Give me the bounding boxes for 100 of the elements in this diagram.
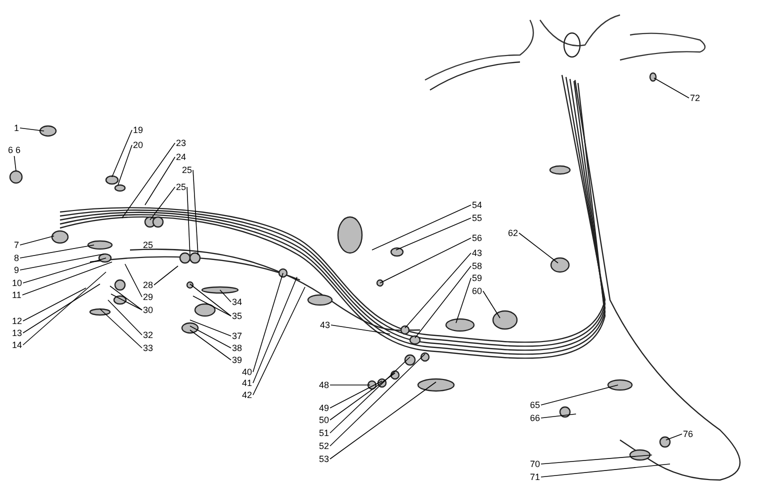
- callout-number: 43: [472, 248, 482, 258]
- leader-line: [518, 232, 558, 264]
- callout-number: 32: [143, 330, 154, 340]
- leader-line: [540, 384, 618, 406]
- callout-number: 10: [12, 278, 22, 288]
- leader-line: [190, 330, 232, 360]
- callout-number: 25: [182, 165, 192, 175]
- leader-line: [540, 464, 670, 478]
- leader-line: [112, 130, 132, 178]
- leader-line: [330, 324, 390, 334]
- leader-line: [654, 78, 690, 98]
- callout-number: 49: [319, 403, 330, 413]
- callout-number: 56: [472, 233, 482, 243]
- callout-number: 42: [242, 390, 252, 400]
- leader-line: [330, 356, 410, 434]
- callout-number: 33: [143, 343, 154, 353]
- callout-number: 66: [530, 413, 540, 423]
- leader-line: [414, 266, 472, 338]
- leader-line: [110, 294, 142, 310]
- callout-number: 65: [530, 400, 540, 410]
- leader-line: [190, 326, 232, 348]
- leader-line: [192, 170, 198, 256]
- leader-line: [190, 320, 232, 336]
- callout-number: 43: [320, 320, 330, 330]
- leader-line: [118, 144, 132, 186]
- leader-line: [154, 266, 178, 286]
- callout-number: 71: [530, 472, 540, 482]
- callout-number: 9: [14, 265, 20, 275]
- callout-number: 52: [319, 441, 330, 451]
- leader-line: [252, 286, 306, 396]
- callout-number: 29: [143, 292, 154, 302]
- callout-number: 48: [319, 380, 330, 390]
- callout-number: 37: [232, 331, 242, 341]
- leader-line: [22, 284, 100, 334]
- leader-line: [330, 372, 396, 420]
- callout-number: 25: [143, 240, 154, 250]
- leader-line: [186, 186, 190, 256]
- callout-number: 59: [472, 273, 482, 283]
- callout-number: 11: [12, 290, 22, 300]
- callout-number: 7: [14, 240, 20, 250]
- leader-line: [190, 284, 232, 316]
- callout-number: 54: [472, 200, 482, 210]
- callout-number: 72: [690, 93, 700, 103]
- leader-line: [122, 142, 176, 218]
- callout-number: 53: [319, 454, 330, 464]
- callout-number: 35: [232, 311, 242, 321]
- callout-number: 24: [176, 152, 186, 162]
- callout-number: 19: [133, 125, 144, 135]
- leader-line: [20, 244, 94, 258]
- leader-line: [14, 156, 16, 172]
- callout-number: 14: [12, 340, 22, 350]
- leader-line: [404, 252, 472, 328]
- callout-number: 23: [176, 138, 186, 148]
- leader-line: [110, 286, 142, 310]
- leader-line: [666, 434, 682, 440]
- leader-line: [22, 288, 86, 322]
- leader-line: [108, 300, 142, 336]
- callout-number: 76: [683, 429, 694, 439]
- leader-line: [22, 262, 112, 296]
- leader-line: [540, 414, 576, 418]
- leader-line: [330, 384, 370, 386]
- leader-line: [150, 186, 176, 220]
- callout-number: 41: [242, 378, 252, 388]
- callout-number: 55: [472, 213, 482, 223]
- leader-line: [20, 128, 44, 132]
- callout-number: 25: [176, 182, 186, 192]
- leader-line: [330, 380, 382, 408]
- callout-number: 8: [14, 253, 20, 263]
- callout-number: 60: [472, 286, 482, 296]
- callout-number: 38: [232, 343, 242, 353]
- leader-line: [252, 272, 284, 372]
- callout-number: 6 6: [8, 145, 21, 155]
- leader-line: [22, 258, 106, 284]
- leader-line: [100, 308, 142, 348]
- callout-number: 58: [472, 261, 482, 271]
- callout-number: 28: [143, 280, 154, 290]
- callout-number: 50: [319, 415, 330, 425]
- callout-number: 20: [133, 140, 144, 150]
- leader-line: [20, 236, 54, 246]
- leader-line: [22, 272, 106, 346]
- leader-line: [144, 156, 176, 206]
- callout-number: 34: [232, 297, 242, 307]
- callout-number: 62: [508, 228, 518, 238]
- callout-number: 1: [14, 123, 20, 133]
- leader-line: [20, 254, 104, 270]
- leader-line: [372, 204, 472, 250]
- leader-line: [380, 238, 472, 284]
- leader-line: [124, 264, 142, 298]
- leader-line: [540, 454, 652, 464]
- leader-line: [396, 218, 472, 250]
- leader-line: [330, 382, 436, 460]
- callout-number: 30: [143, 305, 154, 315]
- leader-line: [456, 278, 472, 324]
- leader-line: [252, 276, 298, 384]
- callout-number: 40: [242, 367, 252, 377]
- leader-line: [220, 290, 232, 302]
- callout-number: 12: [12, 316, 22, 326]
- leader-line: [482, 290, 500, 318]
- callout-number: 51: [319, 428, 330, 438]
- callout-number: 13: [12, 328, 22, 338]
